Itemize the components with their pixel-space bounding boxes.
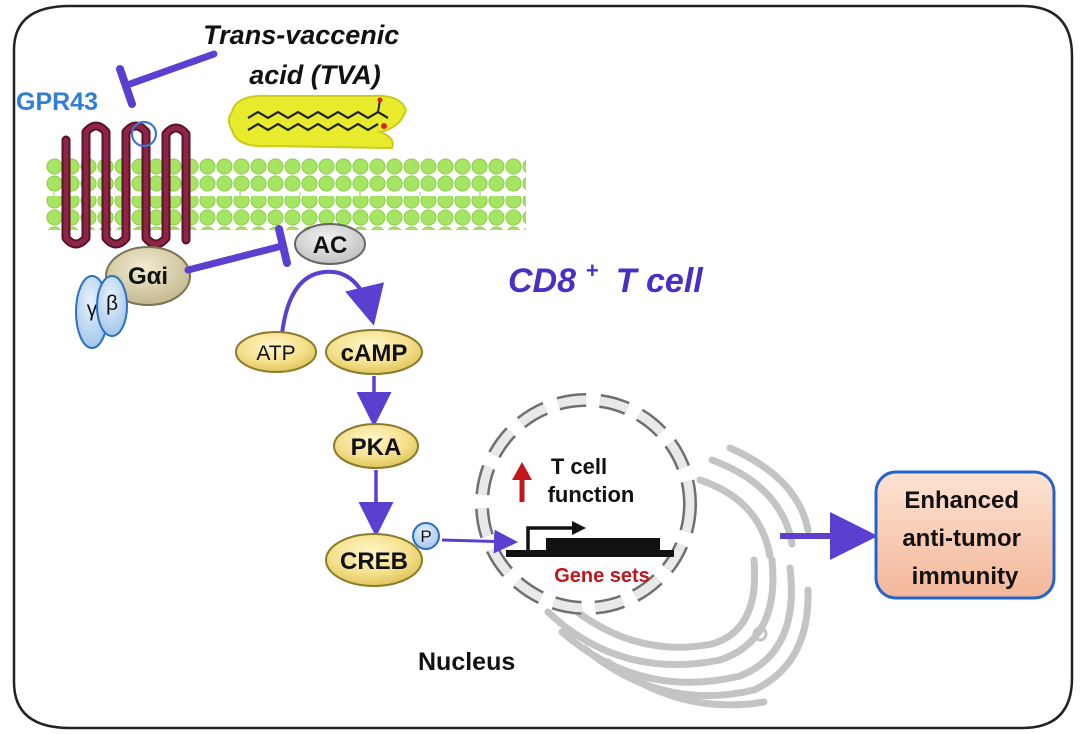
- gene-sets-label: Gene sets: [554, 565, 650, 587]
- ac-node: [294, 223, 366, 265]
- cell-boundary: [12, 4, 1074, 730]
- camp-label: cAMP: [341, 340, 408, 367]
- vesicle: [752, 626, 768, 642]
- increase-arrow-icon: [512, 462, 532, 502]
- beta-label: β: [106, 292, 118, 315]
- g-alpha-label: Gαi: [128, 263, 168, 290]
- pka-label: PKA: [351, 434, 402, 461]
- ac-label: AC: [313, 232, 348, 259]
- camp-node: [325, 329, 423, 375]
- t-cell-function-label: T cell function: [548, 454, 635, 507]
- creb-node: [325, 533, 423, 587]
- gpr43-label: GPR43: [16, 88, 98, 116]
- receptor-binding-site: [130, 120, 158, 148]
- pka-node: [333, 423, 419, 469]
- outcome-line1: Enhanced: [904, 487, 1019, 514]
- galpha-inhibits-ac-arrow: [184, 225, 291, 274]
- atp-to-camp-arrow: [280, 269, 385, 335]
- gamma-label: γ: [87, 298, 98, 321]
- cell-type-superscript: +: [585, 258, 598, 283]
- phosphate-node: [412, 522, 440, 550]
- cell-membrane: [46, 158, 526, 230]
- outcome-line3: immunity: [912, 563, 1019, 590]
- g-alpha-node: [105, 246, 191, 306]
- tva-inhibits-gpr43-arrow: [116, 50, 218, 108]
- endoplasmic-reticulum: [544, 444, 812, 709]
- cell-type-main: CD8: [508, 262, 576, 300]
- atp-node: [235, 331, 317, 373]
- gene-promoter-icon: [506, 521, 674, 557]
- outcome-label: Enhanced anti-tumor immunity: [902, 487, 1027, 590]
- t-cell-function-line1: T cell: [551, 454, 607, 479]
- t-cell-function-line2: function: [548, 482, 635, 507]
- creb-to-gene-arrow: [441, 529, 518, 554]
- tva-title-line1: Trans-vaccenic: [203, 20, 399, 50]
- beta-subunit: [96, 275, 128, 337]
- cell-type-label: CD8 + T cell: [508, 248, 704, 300]
- tva-title: Trans-vaccenic acid (TVA): [203, 20, 407, 90]
- nucleus-label: Nucleus: [418, 648, 515, 676]
- tva-title-line2: acid (TVA): [249, 60, 381, 90]
- creb-label: CREB: [340, 548, 408, 575]
- atp-label: ATP: [256, 342, 295, 365]
- outcome-line2: anti-tumor: [902, 525, 1021, 552]
- g-protein-complex: Gαi γ β: [75, 246, 191, 349]
- outcome-box: [874, 470, 1056, 600]
- phosphate-label: P: [420, 527, 431, 546]
- tva-molecule: [228, 94, 408, 150]
- cell-type-suffix: T cell: [616, 262, 704, 300]
- gpr43-receptor: [61, 120, 191, 249]
